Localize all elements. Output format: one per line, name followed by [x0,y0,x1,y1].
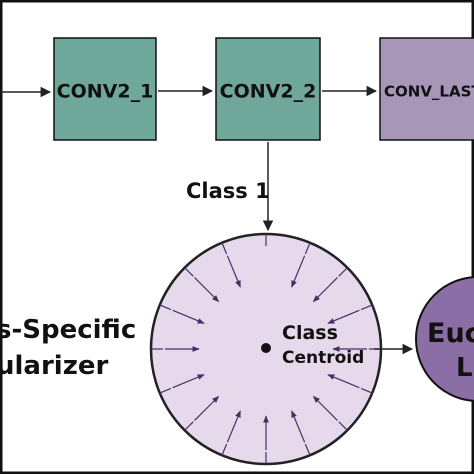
conv2-1-box [53,37,157,141]
rim-tick [221,443,228,456]
node-euclidean-loss: Euc L [415,276,474,402]
radial-arrow [172,374,205,389]
centroid-label-line1: Class [282,322,338,344]
rim-tick [304,242,311,255]
conv-last-label: CONV_LAST [384,83,474,101]
class-1-label: Class 1 [186,179,270,203]
rim-tick [221,242,228,255]
conv-last-box [379,37,474,141]
radial-arrow [194,277,220,303]
conv2-1-label: CONV2_1 [57,81,154,103]
radial-arrow [291,410,306,443]
centroid-dot [261,343,271,353]
radial-arrow [312,277,338,303]
radial-arrow [172,309,205,324]
radial-arrow [327,374,360,389]
regularizer-label-line2: ularizer [0,351,108,381]
radial-arrow [226,410,241,443]
node-conv-last: CONV_LAST [379,37,474,141]
radial-arrow [312,395,338,421]
radial-arrow [291,255,306,288]
euclidean-label-line2: L [456,353,473,383]
regularizer-label-line1: s-Specific [0,315,136,345]
conv2-2-box [215,37,321,141]
rim-tick [184,421,194,431]
radial-arrow [194,395,220,421]
rim-tick [338,421,348,431]
node-conv2-2: CONV2_2 [215,37,321,141]
rim-tick [159,304,172,311]
rim-tick [184,267,194,277]
radial-arrow [226,255,241,288]
rim-tick [338,267,348,277]
rim-tick [159,387,172,394]
rim-tick [304,443,311,456]
euclidean-label-line1: Euc [427,318,474,349]
centroid-label-line2: Centroid [282,348,364,368]
node-conv2-1: CONV2_1 [53,37,157,141]
euclidean-ellipse [415,276,474,402]
radial-arrow [327,309,360,324]
conv2-2-label: CONV2_2 [220,81,317,103]
class-region: Class Centroid [149,232,383,466]
rim-tick [360,387,373,394]
radial-arrows [151,234,381,464]
rim-tick [360,304,373,311]
